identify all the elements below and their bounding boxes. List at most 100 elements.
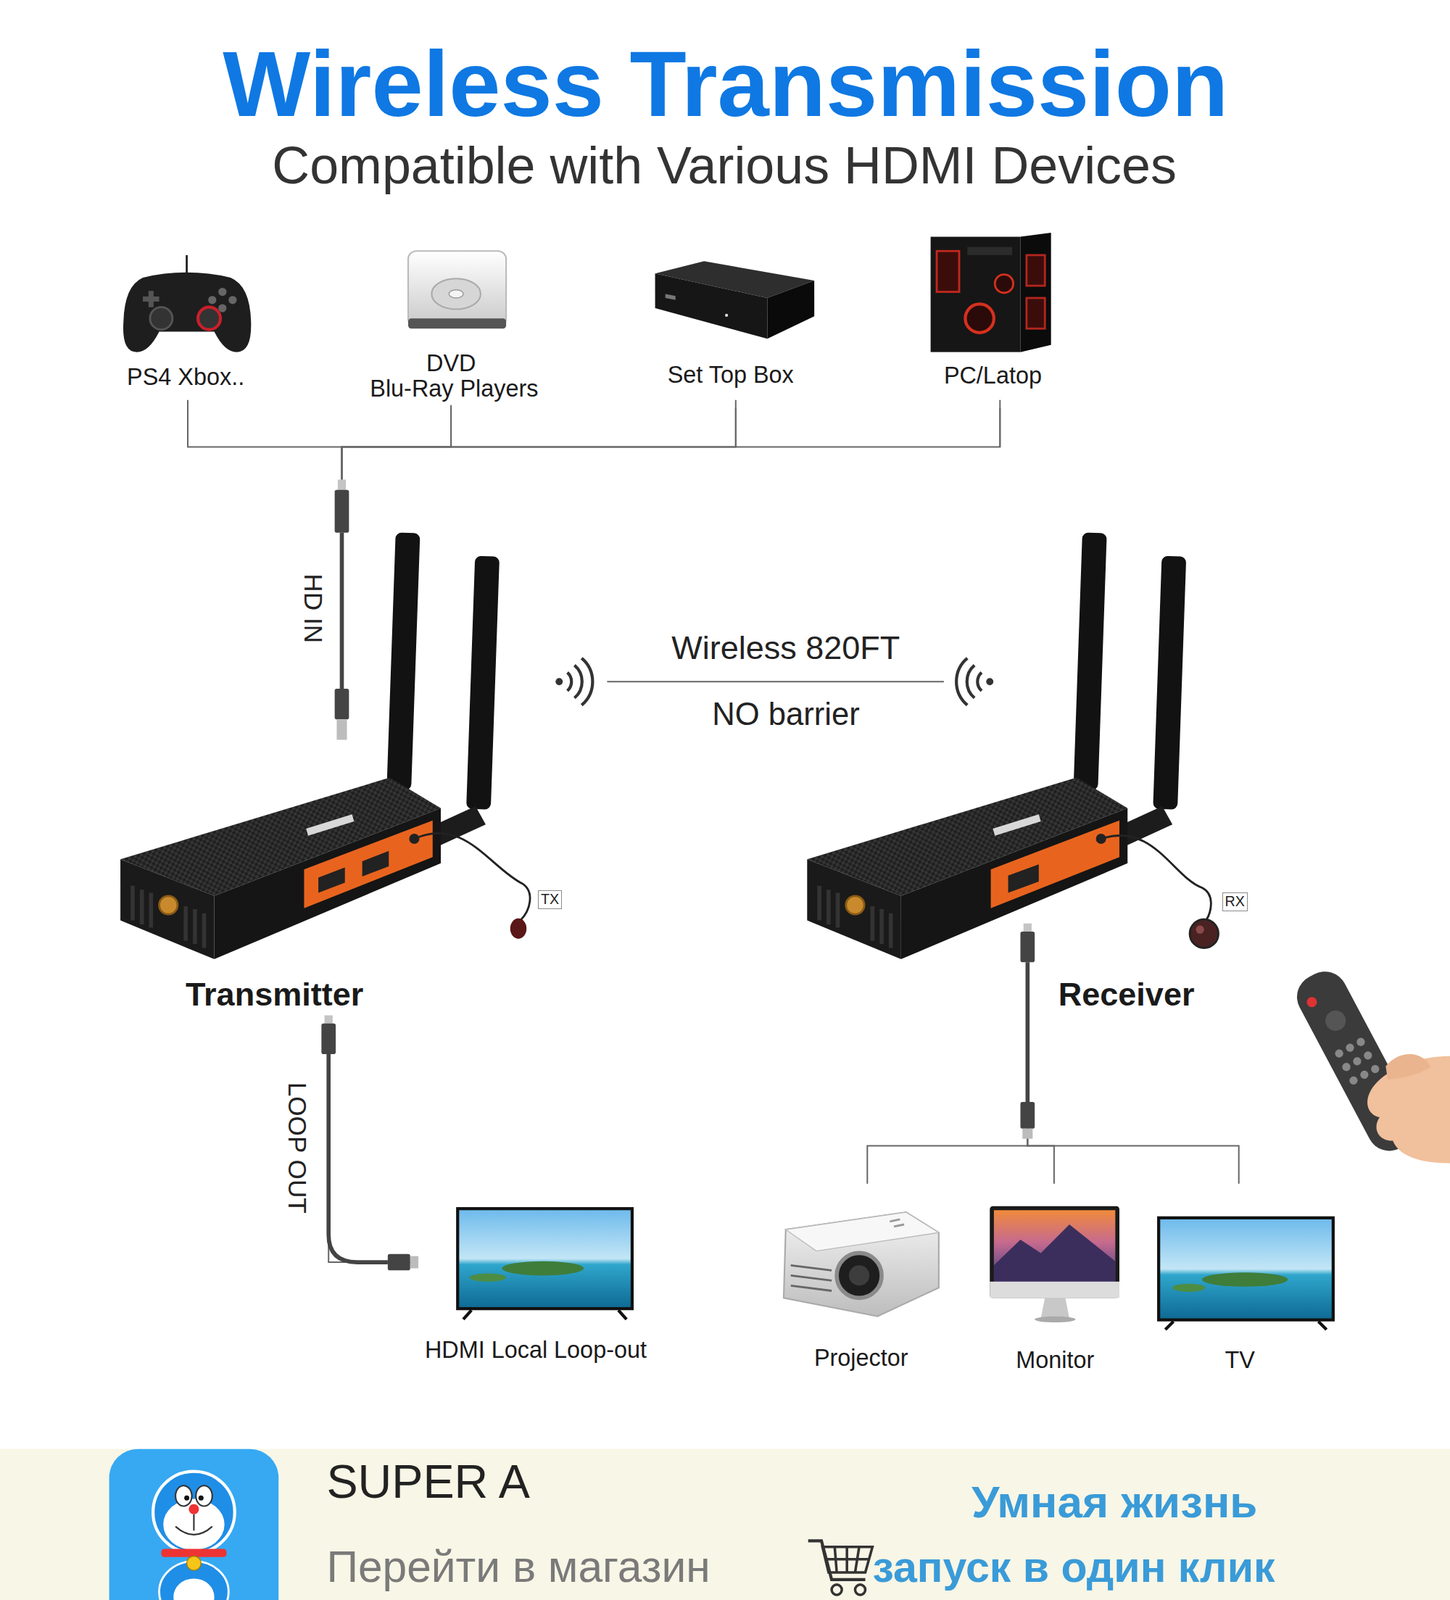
shop-banner	[184, 1495, 190, 1501]
remote-hand	[1289, 963, 1450, 1163]
receiver-device	[1101, 835, 1212, 921]
monitor	[989, 1281, 1120, 1299]
node-label: Blu-Ray Players	[369, 375, 538, 403]
set-top-box	[655, 273, 768, 339]
hdmi-cable	[334, 479, 350, 741]
dvd-player	[408, 318, 507, 329]
remote-hand	[1347, 1075, 1359, 1087]
loop-cable	[321, 1023, 336, 1055]
shop-banner	[173, 1578, 214, 1600]
game-controller	[197, 307, 221, 330]
remote-hand	[1333, 1047, 1345, 1059]
pc-tower	[1026, 255, 1045, 286]
dvd-player	[408, 250, 507, 327]
tv-screen	[501, 1261, 584, 1276]
tv-screen	[1202, 1272, 1288, 1287]
shop-banner	[198, 1495, 204, 1501]
node-label: TV	[1224, 1347, 1255, 1374]
receiver-cable	[1020, 1102, 1035, 1129]
remote-hand	[1305, 995, 1319, 1010]
monitor	[993, 1210, 1116, 1282]
monitor	[989, 1206, 1120, 1299]
receiver-device	[806, 532, 1187, 960]
tv-screen	[458, 1210, 631, 1308]
pc-tower	[936, 250, 960, 292]
node-label: Monitor	[1015, 1347, 1095, 1374]
pc-tower	[994, 274, 1013, 293]
pc-tower	[967, 247, 1013, 256]
remote-hand	[1362, 1049, 1374, 1061]
label: LOOP OUT	[282, 1082, 312, 1214]
projector	[785, 1212, 939, 1251]
tv-screen	[456, 1207, 634, 1311]
game-controller	[123, 272, 251, 353]
shop-banner	[175, 1514, 213, 1535]
receiver-device	[806, 532, 1218, 960]
monitor	[993, 1224, 1116, 1282]
game-controller	[218, 303, 227, 312]
shop-banner	[152, 1471, 235, 1554]
node-label: PC/Latop	[943, 362, 1042, 390]
device-node: Monitor	[981, 1183, 1130, 1378]
remote-hand	[1385, 1054, 1431, 1080]
transmitter-device	[120, 532, 500, 960]
transmitter-device	[413, 833, 530, 921]
shop-banner	[188, 1504, 199, 1515]
remote-hand	[1358, 1069, 1370, 1081]
dvd-player	[408, 250, 507, 329]
game-controller	[123, 255, 251, 353]
edge-label: Wireless 820FT	[667, 629, 905, 667]
tv-screen	[1165, 1321, 1327, 1330]
device-node: Projector	[775, 1183, 944, 1378]
remote-hand	[1369, 1063, 1381, 1075]
signal-icon	[986, 677, 994, 686]
monitor	[1034, 1316, 1076, 1323]
hdmi-cable	[340, 532, 345, 689]
shop-banner	[109, 1449, 280, 1600]
game-controller	[208, 295, 217, 304]
connector-line	[1027, 1020, 1055, 1184]
connector-line	[1027, 1020, 1239, 1184]
pc-tower	[930, 232, 1052, 353]
remote-hand	[1351, 1055, 1363, 1067]
device-node: DVDBlu-Ray Players	[357, 240, 551, 406]
hdmi-cable	[336, 719, 347, 740]
device-node: Receiver	[943, 530, 1271, 1021]
device-node: PC/Latop	[918, 226, 1072, 401]
receiver-device	[1196, 925, 1205, 934]
loop-cable	[321, 1015, 419, 1271]
projector	[848, 1265, 870, 1286]
device-node: Set Top Box	[645, 253, 819, 401]
tv-screen	[1172, 1283, 1205, 1292]
label: Перейти в магазин	[326, 1542, 710, 1593]
node-label: Receiver	[1058, 975, 1195, 1014]
loop-cable	[387, 1254, 411, 1271]
receiver-cable	[1020, 931, 1035, 963]
pc-tower	[1020, 232, 1051, 353]
loop-cable	[328, 1054, 388, 1263]
pc-tower	[930, 237, 1021, 353]
connector-line	[187, 400, 343, 531]
monitor	[1041, 1297, 1070, 1319]
signal-icon	[555, 677, 563, 686]
shop-banner	[187, 1555, 202, 1571]
receiver-cable	[1020, 923, 1035, 1139]
shop-banner	[163, 1499, 225, 1551]
node-label: Projector	[814, 1344, 909, 1372]
projector	[783, 1212, 939, 1317]
label: HD IN	[298, 573, 328, 644]
label: TX	[537, 890, 562, 910]
transmitter-device	[120, 532, 530, 960]
connector-line	[606, 680, 944, 683]
shop-banner	[822, 1547, 873, 1573]
label: NO barrier	[711, 696, 860, 733]
remote-hand	[1340, 1061, 1352, 1073]
device-node: PS4 Xbox..	[112, 245, 261, 401]
tv-screen	[463, 1310, 627, 1320]
label: Умная жизнь	[971, 1476, 1258, 1528]
monitor	[989, 1206, 1120, 1323]
tv-screen	[456, 1207, 634, 1320]
node-label: HDMI Local Loop-out	[424, 1336, 647, 1364]
transmitter-device	[362, 851, 390, 877]
tv-screen	[469, 1273, 507, 1282]
